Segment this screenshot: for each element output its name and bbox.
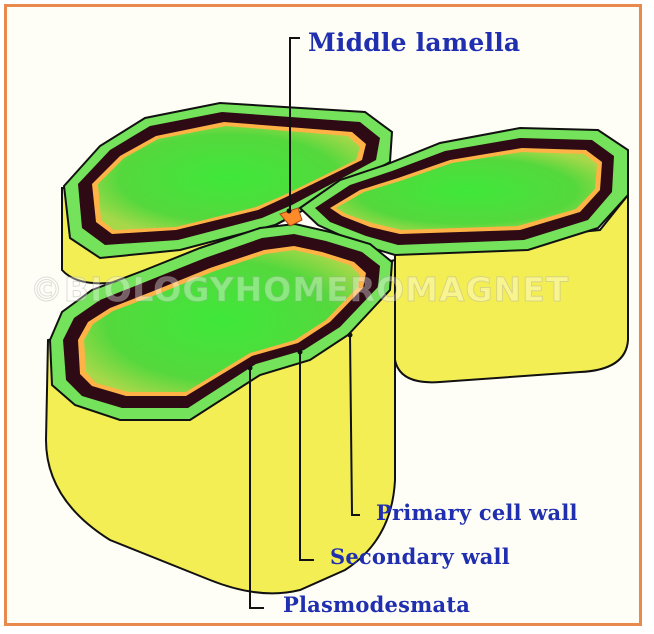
label-secondary-wall: Secondary wall <box>330 544 510 569</box>
label-plasmodesmata: Plasmodesmata <box>283 592 470 617</box>
label-middle-lamella: Middle lamella <box>308 28 520 57</box>
label-primary-cell-wall: Primary cell wall <box>376 500 578 525</box>
watermark-text: ©BIOLOGYHOMEROMAGNET <box>30 270 569 309</box>
